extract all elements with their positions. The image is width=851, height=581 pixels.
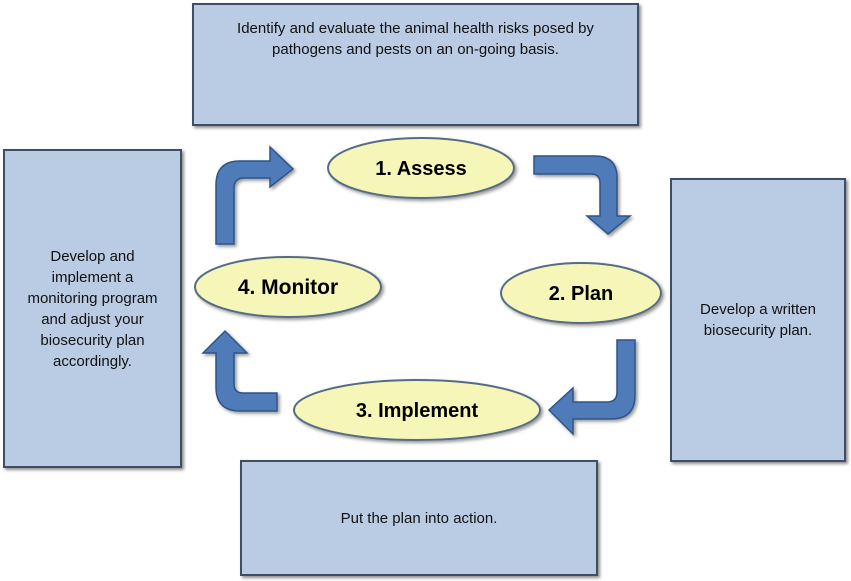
arrow-implement-to-monitor-icon: [201, 329, 278, 412]
plan-description-text: Develop a written biosecurity plan.: [700, 301, 816, 339]
step-assess: 1. Assess: [327, 137, 515, 199]
arrow-assess-to-plan-icon: [533, 155, 633, 235]
assess-description-box: Identify and evaluate the animal health …: [192, 3, 639, 126]
step-implement-label: 3. Implement: [356, 400, 479, 422]
step-plan-label: 2. Plan: [549, 283, 613, 305]
implement-description-box: Put the plan into action.: [240, 460, 598, 576]
step-assess-label: 1. Assess: [375, 158, 467, 180]
monitor-description-box: Develop and implement a monitoring progr…: [3, 149, 182, 468]
assess-description-text: Identify and evaluate the animal health …: [237, 19, 594, 58]
arrow-plan-to-implement-icon: [547, 339, 636, 436]
step-plan: 2. Plan: [500, 262, 662, 324]
plan-description-box: Develop a written biosecurity plan.: [670, 178, 846, 462]
implement-description-text: Put the plan into action.: [340, 509, 498, 527]
arrow-monitor-to-assess-icon: [215, 145, 295, 245]
step-monitor-label: 4. Monitor: [238, 276, 338, 299]
step-implement: 3. Implement: [293, 379, 541, 441]
monitor-description-text: Develop and implement a monitoring progr…: [27, 247, 158, 370]
step-monitor: 4. Monitor: [194, 256, 382, 318]
